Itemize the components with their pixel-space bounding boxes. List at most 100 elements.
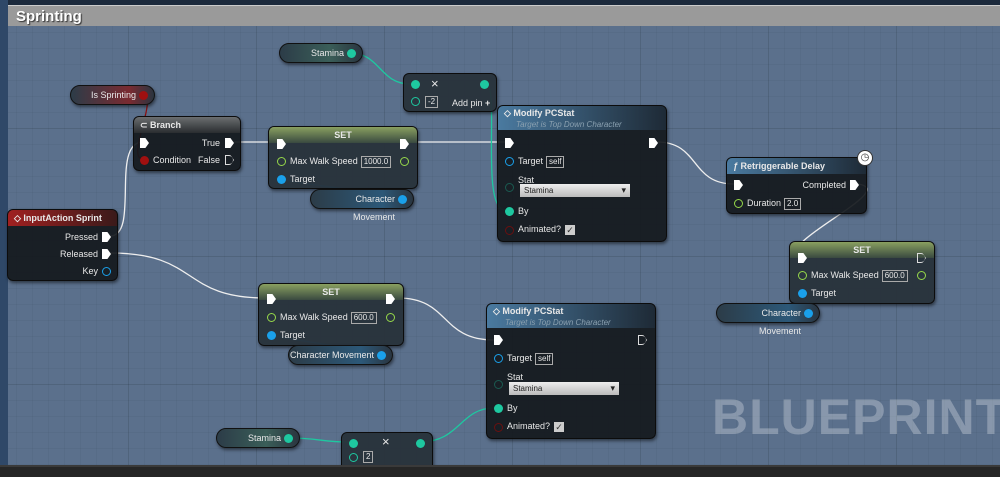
- character-movement-node-1[interactable]: Character Movement: [310, 189, 414, 222]
- stamina-label: Stamina: [310, 48, 344, 58]
- float-in-a-pin[interactable]: [349, 439, 358, 448]
- character-movement-label: Character Movement: [352, 194, 395, 222]
- target-pin[interactable]: [798, 289, 807, 298]
- float-in-b-pin[interactable]: [411, 97, 420, 106]
- float-in-pin[interactable]: [277, 157, 286, 166]
- object-pin[interactable]: [804, 309, 813, 318]
- add-pin-button[interactable]: Add pin +: [452, 98, 490, 108]
- comment-box-header[interactable]: Sprinting: [8, 5, 1000, 26]
- stat-pin[interactable]: [505, 183, 514, 192]
- character-movement-node-2[interactable]: Character Movement: [288, 345, 393, 365]
- target-label: Target: [811, 288, 837, 298]
- wire-released-set2: [109, 252, 267, 299]
- released-exec-pin[interactable]: [102, 249, 111, 259]
- animated-checkbox[interactable]: ✓: [554, 421, 565, 432]
- float-out-pin[interactable]: [416, 439, 425, 448]
- exec-in-pin[interactable]: [798, 253, 807, 263]
- target-label: Target: [518, 156, 544, 166]
- target-pin[interactable]: [494, 354, 503, 363]
- exec-out-pin[interactable]: [649, 138, 658, 148]
- target-input[interactable]: self: [546, 156, 565, 168]
- left-edge: [0, 0, 8, 477]
- character-movement-node-3[interactable]: Character Movement: [716, 303, 820, 336]
- stat-label: Stat: [518, 175, 535, 185]
- target-label: Target: [280, 330, 306, 340]
- function-icon: ◇: [504, 108, 514, 118]
- stamina-variable-node[interactable]: Stamina: [279, 43, 363, 63]
- object-pin[interactable]: [398, 195, 407, 204]
- float-in-pin[interactable]: [798, 271, 807, 280]
- animated-pin[interactable]: [494, 423, 503, 432]
- wire-modify-delay: [656, 141, 735, 185]
- exec-out-pin[interactable]: [386, 294, 395, 304]
- pressed-exec-pin[interactable]: [102, 232, 111, 242]
- multiply-node-1[interactable]: × -2 Add pin +: [403, 73, 497, 112]
- exec-out-pin[interactable]: [400, 139, 409, 149]
- multiply-icon: ×: [431, 76, 439, 91]
- target-pin[interactable]: [277, 175, 286, 184]
- key-pin[interactable]: [102, 267, 111, 276]
- exec-in-pin[interactable]: [140, 138, 149, 148]
- exec-in-pin[interactable]: [734, 180, 743, 190]
- false-exec-pin[interactable]: [225, 155, 234, 165]
- target-input[interactable]: self: [535, 353, 554, 365]
- target-pin[interactable]: [267, 331, 276, 340]
- max-walk-speed-input[interactable]: 600.0: [881, 270, 908, 282]
- float-out-pin[interactable]: [480, 80, 489, 89]
- stamina-variable-node-2[interactable]: Stamina: [216, 428, 300, 448]
- float-in-b-pin[interactable]: [349, 453, 358, 462]
- exec-in-pin[interactable]: [277, 139, 286, 149]
- character-movement-label: Character Movement: [758, 308, 801, 336]
- animated-pin[interactable]: [505, 226, 514, 235]
- delay-title: Retriggerable Delay: [740, 161, 826, 171]
- branch-title: Branch: [150, 120, 182, 130]
- object-pin[interactable]: [377, 351, 386, 360]
- float-pin[interactable]: [347, 49, 356, 58]
- released-label: Released: [59, 249, 98, 259]
- stat-pin[interactable]: [494, 380, 503, 389]
- bool-pin[interactable]: [139, 91, 148, 100]
- exec-in-pin[interactable]: [494, 335, 503, 345]
- stat-dropdown[interactable]: Stamina: [520, 184, 630, 197]
- max-walk-speed-input[interactable]: 600.0: [350, 312, 377, 324]
- float-in-pin[interactable]: [267, 313, 276, 322]
- by-pin[interactable]: [505, 207, 514, 216]
- by-pin[interactable]: [494, 404, 503, 413]
- stat-label: Stat: [507, 372, 524, 382]
- completed-exec-pin[interactable]: [850, 180, 859, 190]
- event-icon: ◇: [14, 213, 24, 223]
- stat-dropdown[interactable]: Stamina: [509, 382, 619, 395]
- float-out-pin[interactable]: [917, 271, 926, 280]
- target-pin[interactable]: [505, 157, 514, 166]
- exec-out-pin[interactable]: [917, 253, 926, 263]
- animated-checkbox[interactable]: ✓: [565, 224, 576, 235]
- stamina-label: Stamina: [247, 433, 281, 443]
- exec-in-pin[interactable]: [267, 294, 276, 304]
- is-sprinting-variable-node[interactable]: Is Sprinting: [70, 85, 155, 105]
- inputaction-sprint-node[interactable]: ◇ InputAction Sprint Pressed Released Ke…: [7, 209, 118, 281]
- max-walk-speed-label: Max Walk Speed: [811, 270, 879, 280]
- max-walk-speed-input[interactable]: 1000.0: [360, 156, 392, 168]
- float-out-pin[interactable]: [400, 157, 409, 166]
- exec-in-pin[interactable]: [505, 138, 514, 148]
- multiplier-input[interactable]: 2: [363, 451, 374, 463]
- animated-label: Animated?: [518, 224, 562, 234]
- float-out-pin[interactable]: [386, 313, 395, 322]
- multiplier-input[interactable]: -2: [425, 96, 439, 108]
- duration-pin[interactable]: [734, 199, 743, 208]
- float-in-a-pin[interactable]: [411, 80, 420, 89]
- condition-pin[interactable]: [140, 156, 149, 165]
- exec-out-pin[interactable]: [638, 335, 647, 345]
- true-exec-pin[interactable]: [225, 138, 234, 148]
- duration-input[interactable]: 2.0: [784, 198, 802, 210]
- float-pin[interactable]: [284, 434, 293, 443]
- branch-node[interactable]: ⊂ Branch True Condition False: [133, 116, 241, 171]
- retriggerable-delay-node[interactable]: ƒ Retriggerable Delay Completed Duration…: [726, 157, 867, 214]
